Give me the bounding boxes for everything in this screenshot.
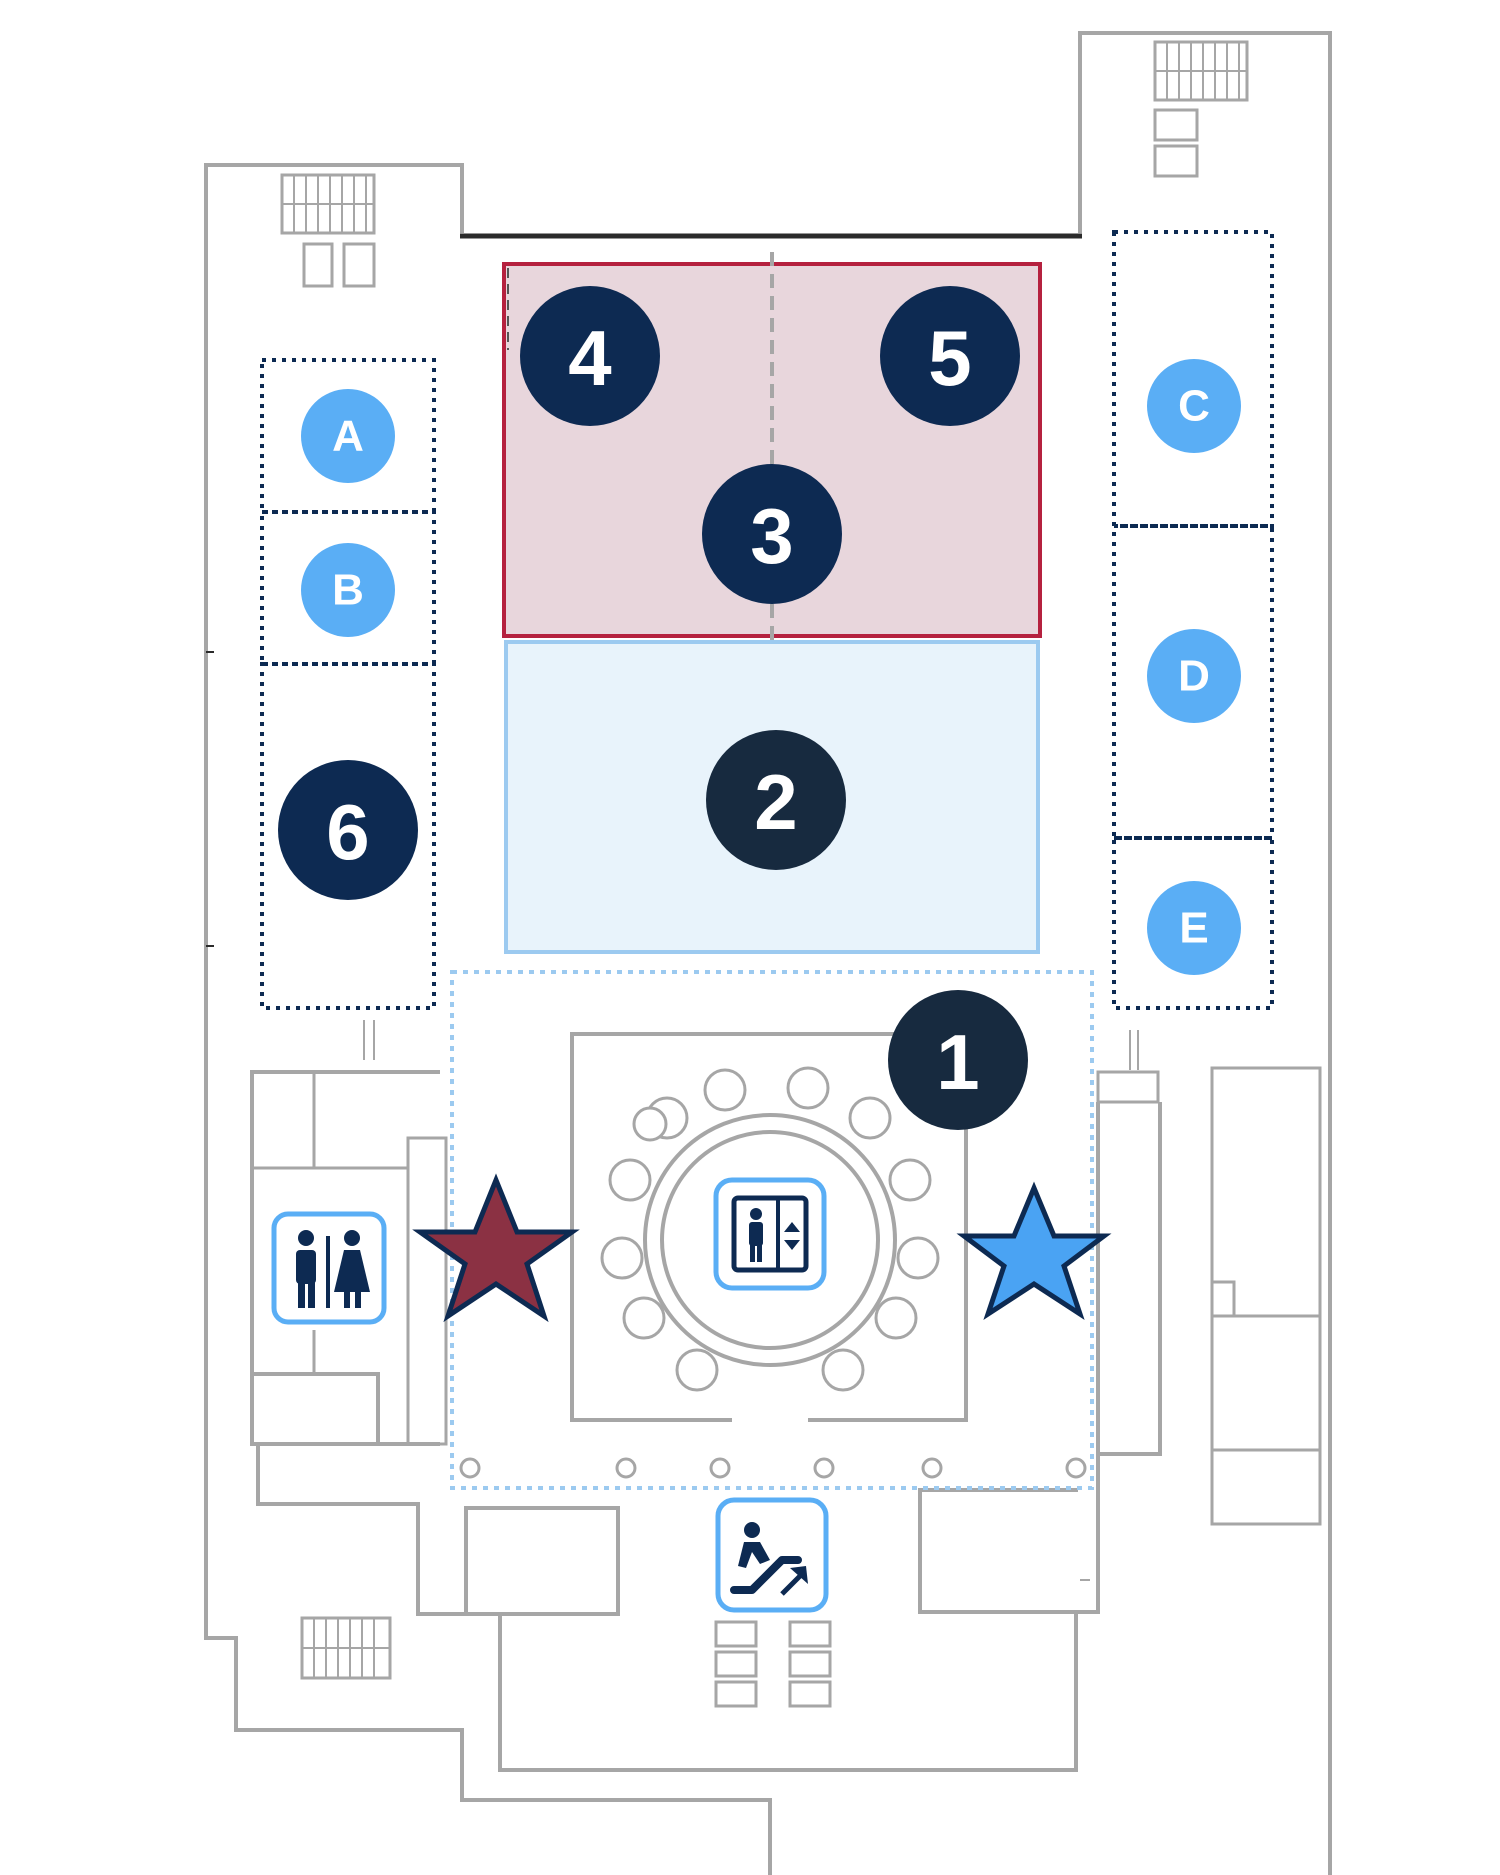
restroom-block-walls [250, 1020, 620, 1616]
room-marker-2[interactable]: 2 [706, 730, 846, 870]
blue-star-icon [956, 1181, 1112, 1321]
room-label-6: 6 [326, 788, 369, 876]
booth-label-c: C [1178, 382, 1210, 431]
booth-label-b: B [332, 566, 364, 615]
booth-marker-c[interactable]: C [1147, 359, 1241, 453]
elevator-icon[interactable] [713, 1177, 827, 1291]
room-label-1: 1 [936, 1018, 979, 1106]
booth-marker-d[interactable]: D [1147, 629, 1241, 723]
room-label-4: 4 [568, 314, 611, 402]
right-block-walls [918, 1030, 1322, 1614]
booth-marker-e[interactable]: E [1147, 881, 1241, 975]
restroom-icon[interactable] [271, 1211, 387, 1325]
room-marker-3[interactable]: 3 [702, 464, 842, 604]
bottom-lobby-walls [300, 1610, 1078, 1772]
booth-marker-b[interactable]: B [301, 543, 395, 637]
room-marker-5[interactable]: 5 [880, 286, 1020, 426]
room-label-5: 5 [928, 314, 971, 402]
booth-zones [260, 230, 1274, 1010]
room-marker-6[interactable]: 6 [278, 760, 418, 900]
building-walls [204, 31, 1332, 1875]
room-1-area[interactable] [450, 970, 1094, 1490]
red-star-icon [412, 1173, 580, 1323]
booth-label-a: A [332, 412, 364, 461]
room-marker-1[interactable]: 1 [888, 990, 1028, 1130]
booth-label-e: E [1179, 904, 1208, 953]
room-label-3: 3 [750, 492, 793, 580]
booth-label-d: D [1178, 652, 1210, 701]
escalator-icon[interactable] [715, 1497, 829, 1613]
room-label-2: 2 [754, 758, 797, 846]
room-marker-4[interactable]: 4 [520, 286, 660, 426]
booth-marker-a[interactable]: A [301, 389, 395, 483]
